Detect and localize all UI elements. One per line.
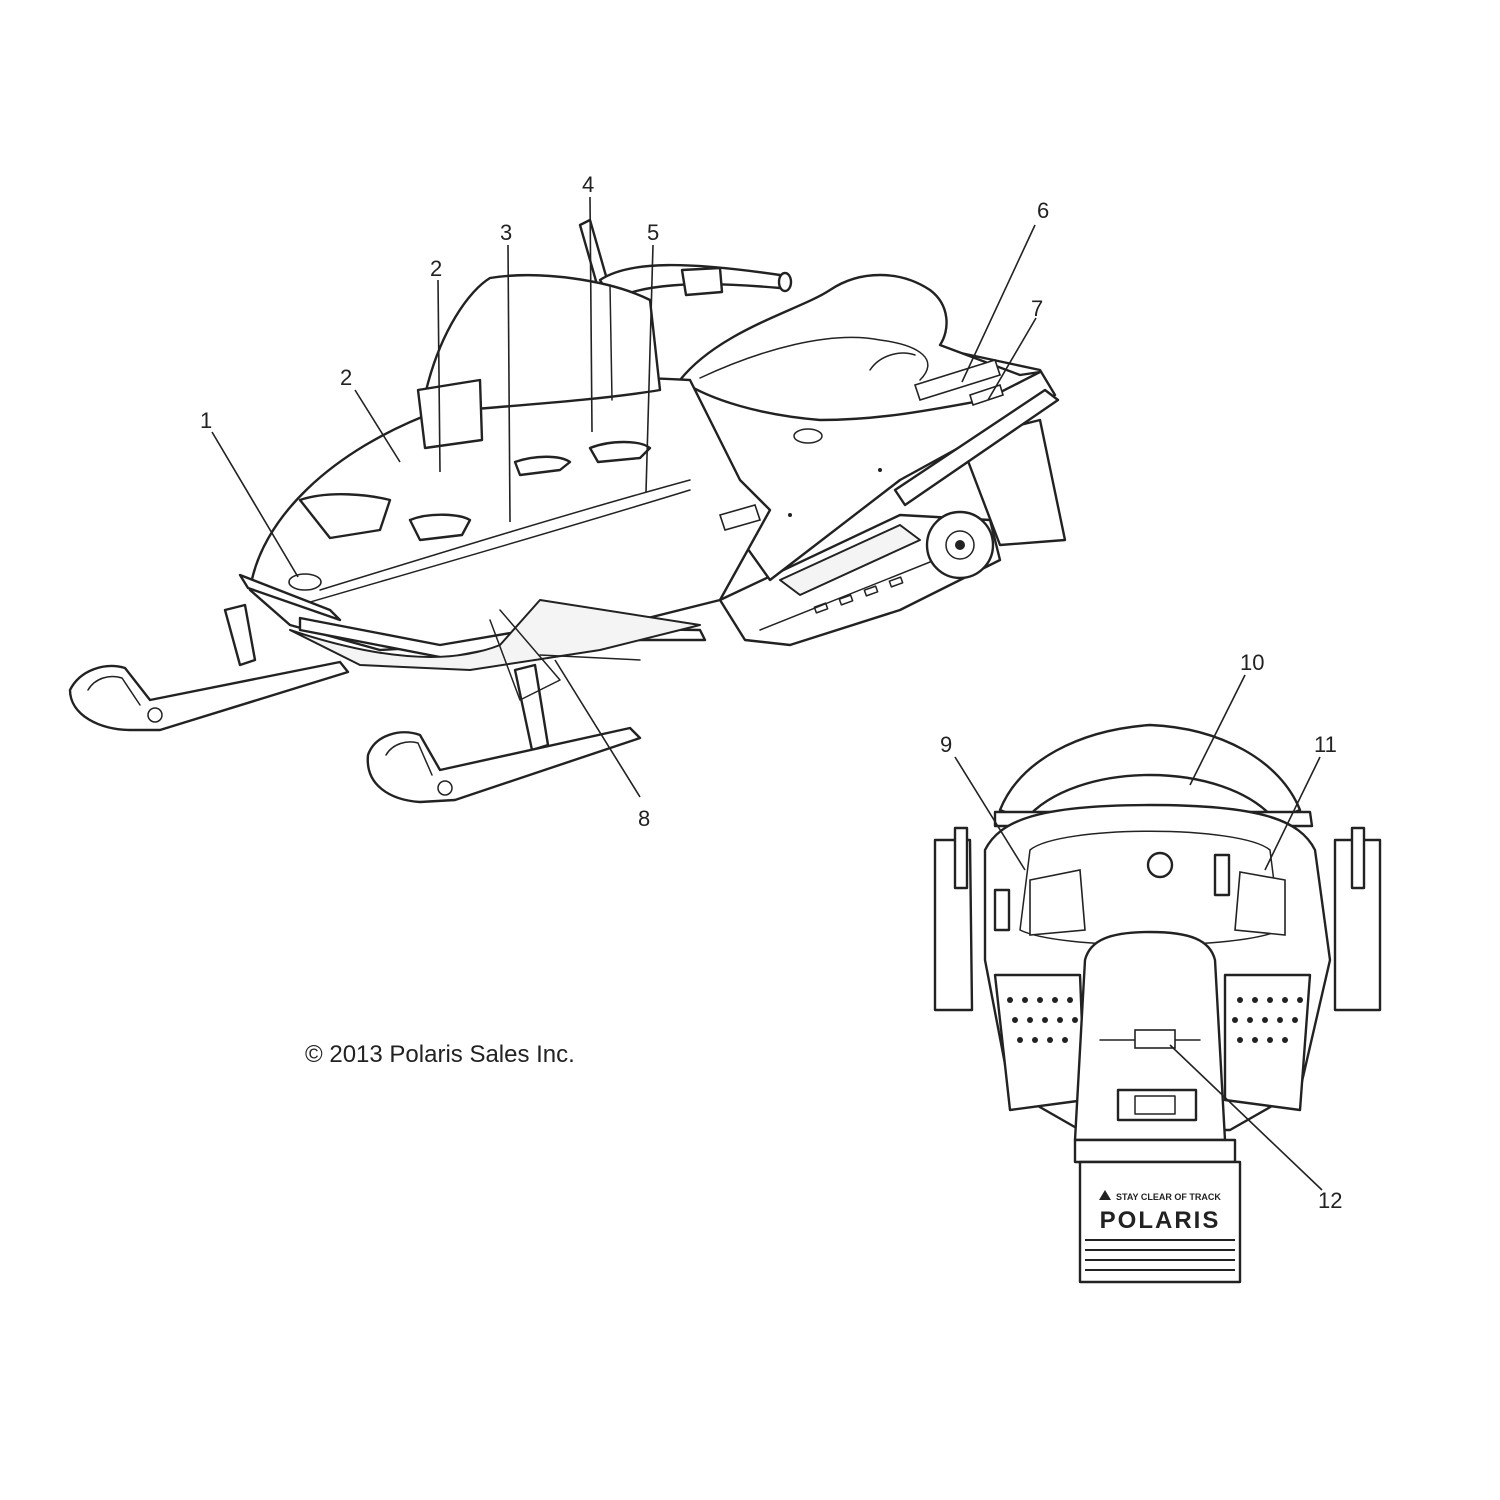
callout-1: 1 xyxy=(200,408,212,433)
callout-2a: 2 xyxy=(430,256,442,281)
callout-3: 3 xyxy=(500,220,512,245)
flap-warning-text: STAY CLEAR OF TRACK xyxy=(1116,1192,1221,1202)
callout-8: 8 xyxy=(638,806,650,831)
callout-12: 12 xyxy=(1318,1188,1342,1213)
callout-7: 7 xyxy=(1031,296,1043,321)
callout-10: 10 xyxy=(1240,650,1264,675)
copyright-notice: © 2013 Polaris Sales Inc. xyxy=(305,1041,575,1068)
callout-5: 5 xyxy=(647,220,659,245)
leader-lines xyxy=(211,196,1323,1191)
snowmobile-side-view xyxy=(68,218,1067,804)
warning-triangle-icon xyxy=(1099,1190,1111,1200)
snowmobile-rear-view xyxy=(933,723,1382,1284)
callout-2b: 2 xyxy=(340,365,352,390)
callout-9: 9 xyxy=(940,732,952,757)
callout-6: 6 xyxy=(1037,198,1049,223)
callout-4: 4 xyxy=(582,172,594,197)
callout-11: 11 xyxy=(1314,732,1337,757)
flap-brand-text: POLARIS xyxy=(1100,1207,1221,1234)
